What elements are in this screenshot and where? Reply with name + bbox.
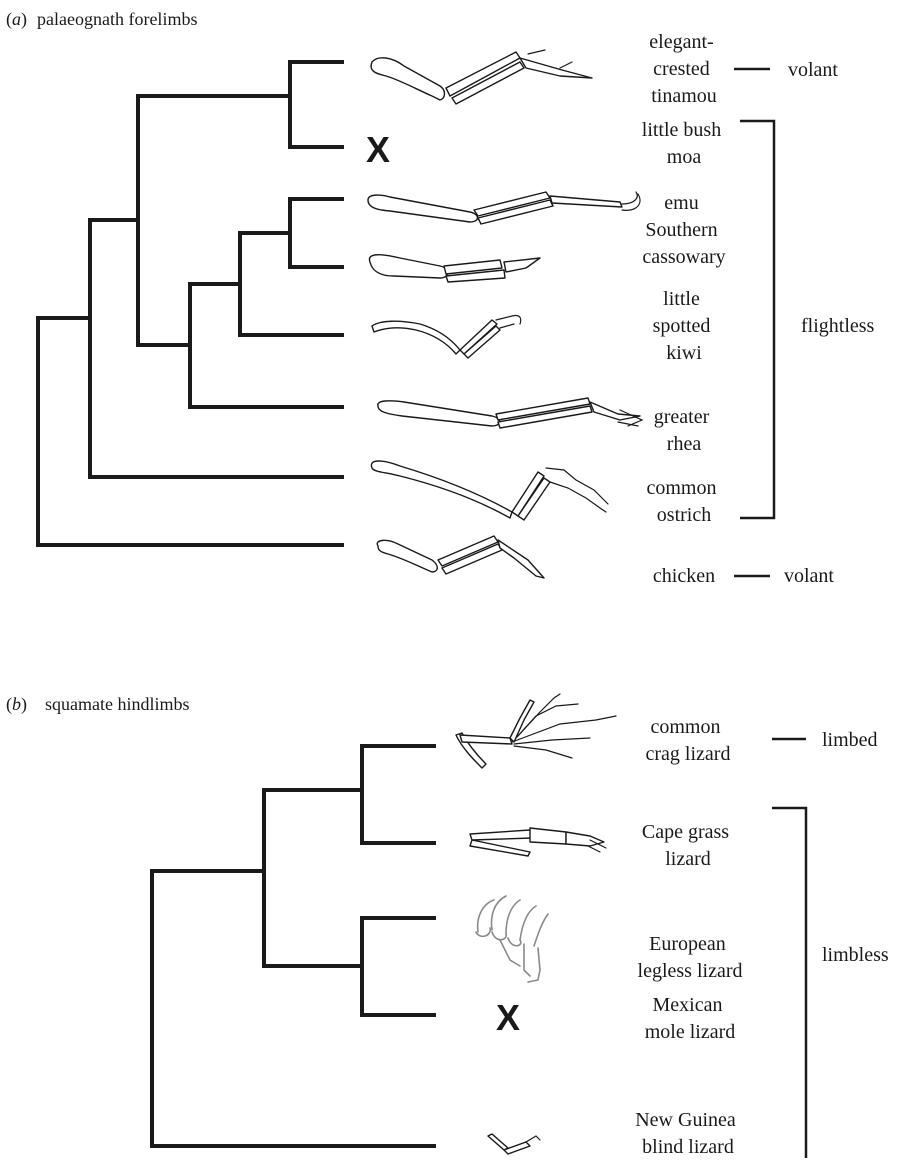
- forelimb-tinamou-icon: [371, 50, 592, 104]
- taxon-label-tinamou: elegant- crested tinamou: [649, 31, 718, 107]
- panel-b: (b)squamate hindlimbs: [6, 694, 889, 1158]
- taxon-label-rhea: greater rhea: [654, 406, 715, 455]
- taxon-label-chicken: chicken: [653, 565, 715, 587]
- tree-branch-ostrich: [90, 220, 342, 477]
- tree-leaf-blind-lizard: [152, 871, 434, 1146]
- taxon-label-ostrich: common ostrich: [647, 477, 722, 526]
- taxon-label-legless-lizard: European legless lizard: [638, 933, 743, 982]
- category-flightless: flightless: [801, 315, 875, 337]
- taxon-label-grass-lizard: Cape grass lizard: [642, 821, 734, 870]
- absent-hindlimb-mole-lizard-mark: X: [496, 997, 520, 1038]
- tree-leaf-rhea: [190, 284, 342, 407]
- flightless-bracket: [740, 121, 774, 518]
- panel-a: (a)palaeognath forelimbs: [6, 9, 875, 587]
- taxon-label-crag-lizard: common crag lizard: [646, 716, 731, 765]
- forelimb-cassowary-icon: [369, 255, 540, 282]
- forelimb-emu-icon: [368, 192, 640, 224]
- hindlimb-legless-lizard-vestige-icon: [476, 896, 548, 982]
- panel-a-letter: a: [12, 9, 21, 29]
- panel-b-letter: b: [12, 694, 21, 714]
- panel-a-categories: volant flightless volant: [734, 59, 875, 587]
- taxon-label-mole-lizard: Mexican mole lizard: [645, 994, 736, 1043]
- forelimb-kiwi-icon: [372, 315, 521, 358]
- taxon-label-kiwi: little spotted kiwi: [653, 288, 716, 364]
- panel-b-taxon-labels: common crag lizard Cape grass lizard Eur…: [635, 716, 742, 1158]
- hindlimb-grass-lizard-icon: [470, 828, 606, 856]
- panel-b-tree: [152, 746, 434, 1146]
- forelimb-ostrich-icon: [371, 461, 608, 520]
- panel-a-taxon-labels: elegant- crested tinamou little bush moa…: [642, 31, 726, 587]
- category-limbed: limbed: [822, 729, 878, 751]
- taxon-label-moa: little bush moa: [642, 119, 726, 168]
- hindlimb-blind-lizard-vestige-icon: [488, 1134, 540, 1154]
- panel-a-tree: [38, 62, 342, 545]
- category-limbless: limbless: [822, 944, 889, 966]
- panel-b-categories: limbed limbless: [772, 729, 889, 1158]
- forelimb-rhea-icon: [378, 398, 642, 428]
- panel-b-title: squamate hindlimbs: [45, 694, 189, 714]
- forelimb-chicken-icon: [377, 536, 544, 578]
- hindlimb-crag-lizard-icon: [456, 694, 616, 768]
- taxon-label-emu-cassowary: emu Southern cassowary: [642, 192, 725, 268]
- panel-a-title: palaeognath forelimbs: [37, 9, 197, 29]
- panel-b-heading: (b)squamate hindlimbs: [6, 694, 189, 715]
- panel-a-heading: (a)palaeognath forelimbs: [6, 9, 197, 30]
- category-volant-bottom: volant: [784, 565, 834, 587]
- taxon-label-blind-lizard: New Guinea blind lizard: [635, 1109, 741, 1158]
- absent-forelimb-moa-mark: X: [366, 129, 390, 170]
- category-volant-top: volant: [788, 59, 838, 81]
- limbless-bracket: [772, 808, 806, 1158]
